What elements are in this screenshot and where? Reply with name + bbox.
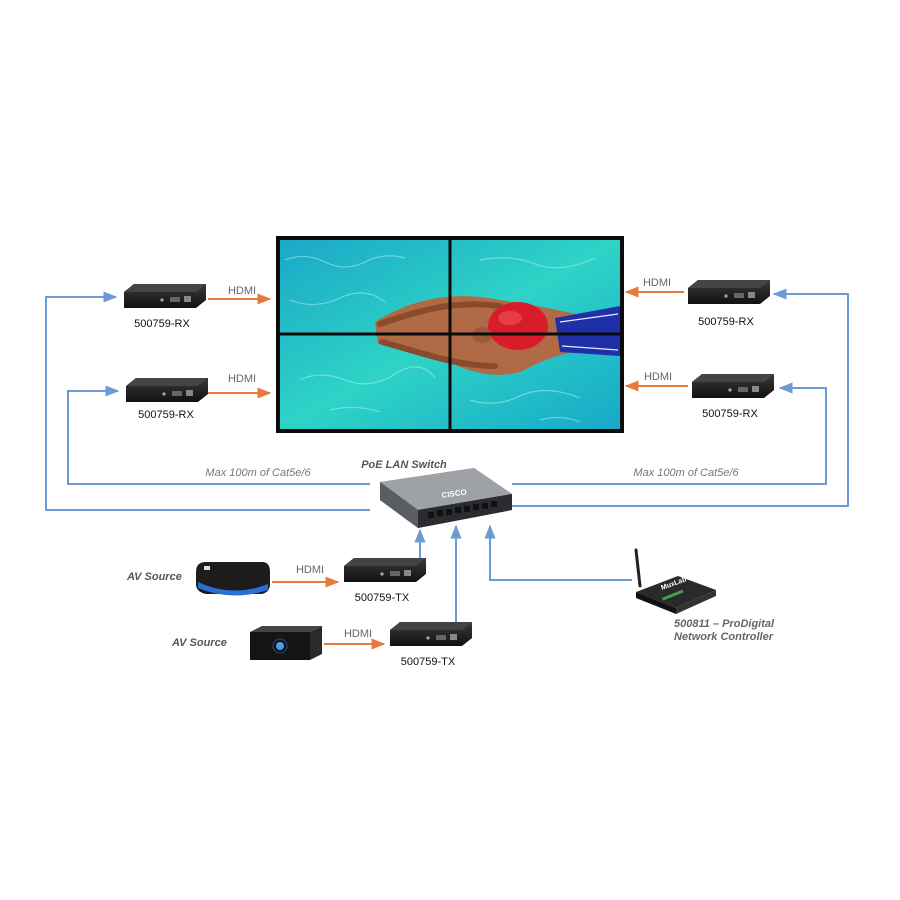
tx-unit-1: [344, 558, 426, 582]
transmitter-box-icon: [390, 622, 472, 646]
hdmi-label-bottom-right: HDMI: [643, 371, 673, 383]
prodigital-network-controller: MuxLab: [634, 548, 716, 614]
controller-label-line1: 500811 – ProDigital: [674, 618, 775, 630]
rx-label-top-left: 500759-RX: [134, 318, 190, 330]
cable-note-right: Max 100m of Cat5e/6: [633, 467, 739, 479]
rx-unit-top-right: [688, 280, 770, 304]
rx-unit-top-left: [124, 284, 206, 308]
cat-line-rx-bottom-left: [67, 385, 370, 485]
controller-label-line2: Network Controller: [674, 631, 774, 643]
cat-line-controller: [484, 524, 632, 581]
switch-brand: CISCO: [441, 488, 467, 500]
receiver-box-icon: [124, 284, 206, 308]
video-wall: [276, 236, 624, 433]
tx-unit-2: [390, 622, 472, 646]
hdmi-label-source-1: HDMI: [295, 564, 325, 576]
av-source-1: [196, 562, 270, 596]
switch-label: PoE LAN Switch: [361, 459, 447, 471]
rx-label-bottom-left: 500759-RX: [138, 409, 194, 421]
hdmi-label-source-2: HDMI: [343, 628, 373, 640]
hdmi-label-top-right: HDMI: [642, 277, 672, 289]
cat-line-rx-top-right: [512, 288, 849, 507]
controller-antenna-icon: MuxLab: [634, 548, 716, 614]
media-player-icon: [196, 562, 270, 596]
hdmi-cabling: [208, 286, 688, 650]
hdmi-label-bottom-left: HDMI: [227, 373, 257, 385]
poe-lan-switch: CISCO: [380, 468, 512, 528]
receiver-box-icon: [692, 374, 774, 398]
rx-label-top-right: 500759-RX: [698, 316, 754, 328]
av-source-label-1: AV Source: [127, 571, 182, 583]
receiver-box-icon: [688, 280, 770, 304]
network-switch-icon: CISCO: [380, 468, 512, 528]
av-source-label-2: AV Source: [172, 637, 227, 649]
rx-unit-bottom-left: [126, 378, 208, 402]
cat-line-rx-top-left: [45, 291, 370, 511]
cat-line-rx-bottom-right: [512, 382, 827, 485]
transmitter-box-icon: [344, 558, 426, 582]
receiver-box-icon: [126, 378, 208, 402]
tx-label-1: 500759-TX: [354, 592, 410, 604]
av-source-2: [250, 626, 322, 660]
rx-unit-bottom-right: [692, 374, 774, 398]
hdmi-label-top-left: HDMI: [227, 285, 257, 297]
media-player-icon: [250, 626, 322, 660]
tx-label-2: 500759-TX: [400, 656, 456, 668]
rx-label-bottom-right: 500759-RX: [702, 408, 758, 420]
cable-note-left: Max 100m of Cat5e/6: [205, 467, 311, 479]
